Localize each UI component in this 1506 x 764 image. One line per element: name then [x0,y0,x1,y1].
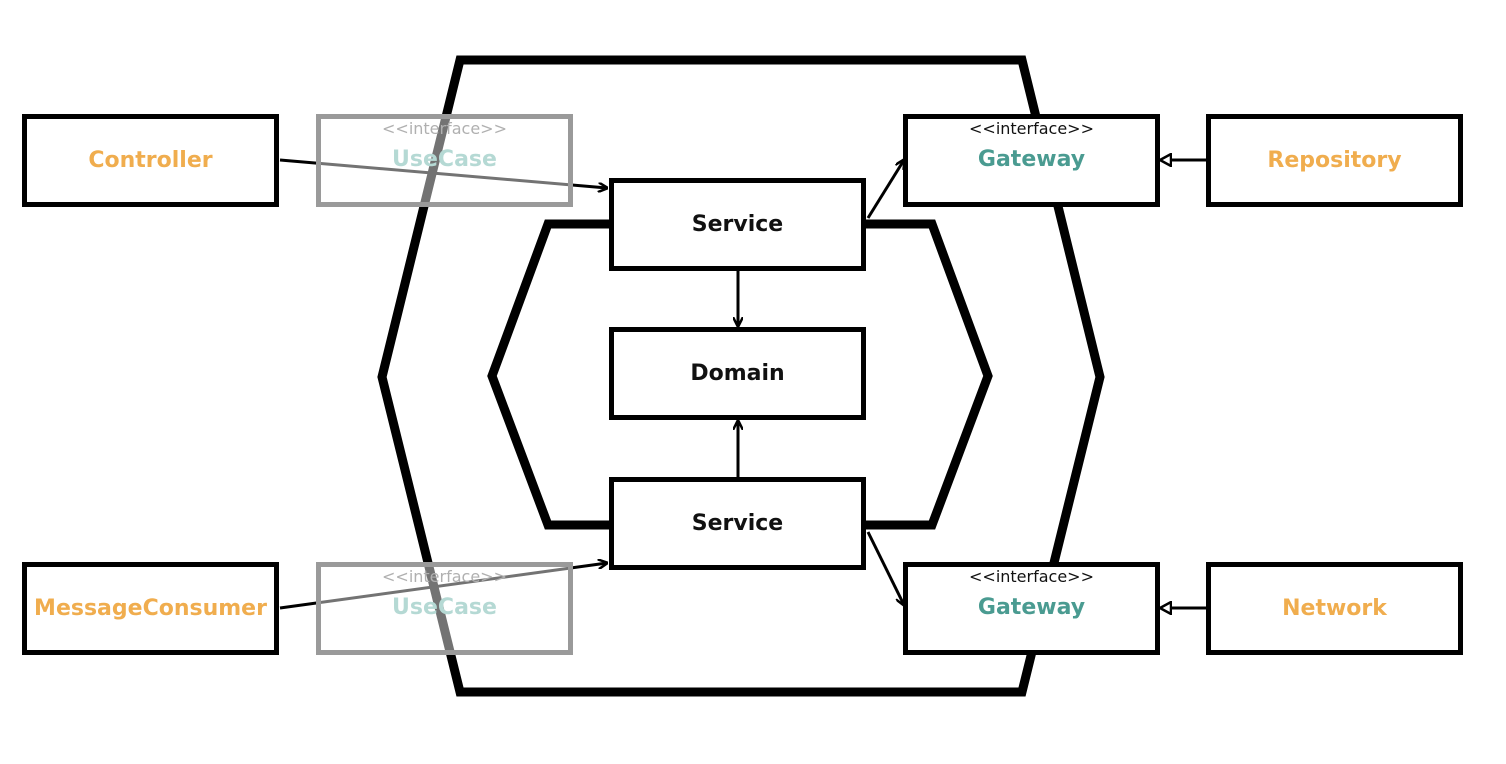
network-box: Network [1206,562,1463,655]
usecase-top-box: <<interface>> UseCase [316,114,573,207]
controller-to-service-arrow [279,158,607,188]
outer-hexagon [377,55,1105,697]
inner-hexagon [487,219,993,530]
consumer-to-service-arrow [279,563,607,610]
service-to-gateway-bottom-arrow [866,531,904,605]
usecase-bottom-stereotype: <<interface>> [382,567,507,586]
gateway-top-label: Gateway [977,147,1086,172]
repository-label: Repository [1267,147,1402,173]
controller-box: Controller [22,114,279,207]
gateway-bottom-label: Gateway [977,595,1086,620]
service-to-gateway-top-arrow [866,160,904,219]
gateway-bottom-box: <<interface>> Gateway [903,562,1160,655]
usecase-top-stereotype: <<interface>> [382,119,507,138]
service-bottom-box: Service [609,477,866,570]
gateway-bottom-stereotype: <<interface>> [969,567,1094,586]
service-bottom-label: Service [691,510,784,536]
usecase-top-label: UseCase [392,147,497,172]
service-top-box: Service [609,178,866,271]
gateway-top-box: <<interface>> Gateway [903,114,1160,207]
service-top-label: Service [691,211,784,237]
usecase-bottom-label: UseCase [392,595,497,620]
network-label: Network [1282,595,1387,621]
message-consumer-label: MessageConsumer [34,595,267,621]
gateway-top-stereotype: <<interface>> [969,119,1094,138]
domain-box: Domain [609,327,866,420]
controller-label: Controller [88,147,213,173]
repository-box: Repository [1206,114,1463,207]
usecase-bottom-box: <<interface>> UseCase [316,562,573,655]
message-consumer-box: MessageConsumer [22,562,279,655]
domain-label: Domain [690,360,785,386]
